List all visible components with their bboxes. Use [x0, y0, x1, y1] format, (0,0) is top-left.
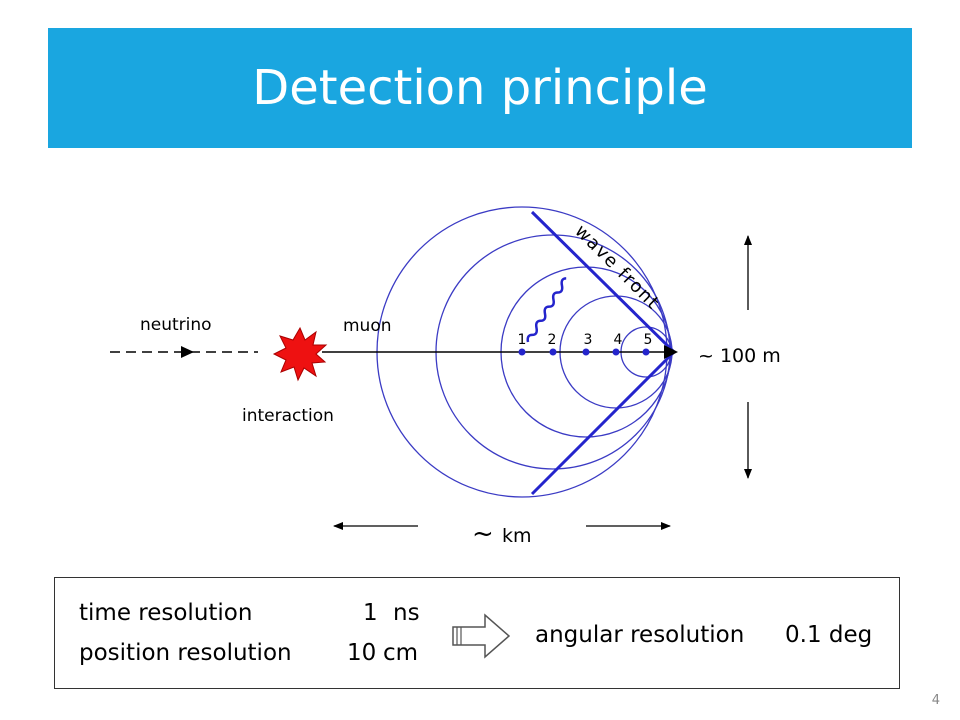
point-label-5: 5 — [644, 332, 653, 348]
arrow-right-icon — [452, 613, 511, 659]
page-title: Detection principle — [252, 60, 708, 116]
position-resolution-value: 10 — [347, 640, 377, 666]
length-scale-unit: km — [502, 525, 532, 547]
neutrino-arrow-icon — [181, 346, 194, 358]
point-label-2: 2 — [548, 332, 557, 348]
height-scale-label: ~ 100 m — [698, 345, 781, 367]
position-resolution-label: position resolution — [79, 640, 292, 666]
wave-front-lower — [530, 350, 676, 496]
muon-label: muon — [343, 316, 392, 336]
muon-arrow-icon — [664, 345, 678, 359]
point-label-3: 3 — [584, 332, 593, 348]
angular-resolution-value: 0.1 deg — [785, 622, 873, 648]
point-label-1: 1 — [518, 332, 527, 348]
time-resolution-value: 1 — [363, 600, 378, 626]
photon-wave — [526, 277, 567, 343]
interaction-label: interaction — [242, 406, 334, 426]
angular-resolution-label: angular resolution — [535, 622, 745, 648]
point-label-4: 4 — [614, 332, 623, 348]
time-resolution-label: time resolution — [79, 600, 253, 626]
page-number: 4 — [931, 693, 940, 708]
position-resolution-unit: cm — [383, 640, 419, 666]
emission-point-4 — [612, 348, 620, 356]
emission-point-2 — [549, 348, 557, 356]
emission-point-1 — [518, 348, 526, 356]
time-resolution-unit: ns — [393, 600, 420, 626]
emission-point-3 — [582, 348, 590, 356]
title-bar: Detection principle — [48, 28, 912, 148]
explosion-icon — [272, 326, 328, 382]
neutrino-label: neutrino — [140, 315, 212, 335]
resolution-summary-box: time resolution 1 ns position resolution… — [54, 577, 900, 689]
wave-front-upper — [530, 210, 676, 354]
length-scale-tilde: ~ — [472, 519, 494, 549]
emission-point-5 — [642, 348, 650, 356]
